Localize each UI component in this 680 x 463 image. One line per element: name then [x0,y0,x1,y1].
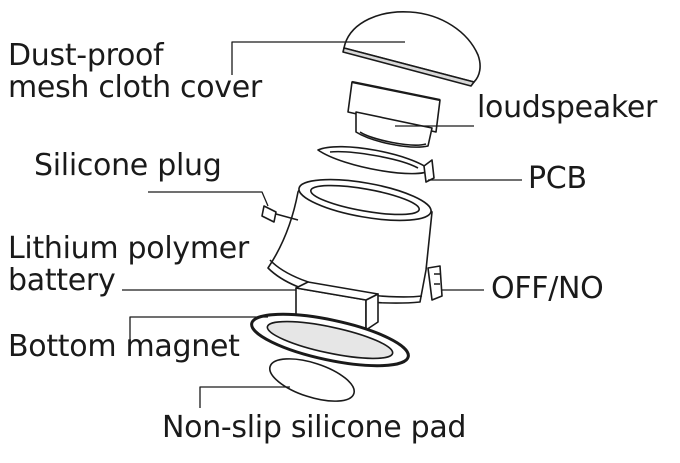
label-dust-cover: Dust-proof mesh cloth cover [8,40,262,104]
label-battery-line1: Lithium polymer [8,231,249,266]
label-dust-cover-line1: Dust-proof [8,38,164,73]
bottom-magnet-part [250,312,410,368]
label-pcb: PCB [528,163,587,195]
dust-cover-part [342,11,481,87]
silicone-pad-part [269,358,355,402]
leader-bottom-magnet [129,316,268,340]
label-switch: OFF/NO [491,273,604,305]
silicone-plug-part [261,205,299,223]
loudspeaker-part [347,80,441,148]
label-battery: Lithium polymer battery [8,233,249,297]
leader-dust-cover [231,41,405,75]
label-switch-text: OFF/NO [491,271,604,306]
label-pad-text: Non-slip silicone pad [162,410,467,445]
label-bottom-magnet-text: Bottom magnet [8,329,240,364]
leader-silicone-plug [148,191,269,207]
label-pad: Non-slip silicone pad [162,412,466,444]
speaker-body-part [267,178,433,304]
label-silicone-plug-text: Silicone plug [34,148,222,183]
label-silicone-plug: Silicone plug [34,148,222,183]
label-battery-line2: battery [8,263,116,298]
leader-pad [199,386,290,408]
label-loudspeaker-text: loudspeaker [477,90,658,125]
switch-part [427,265,443,301]
label-pcb-text: PCB [528,161,587,196]
label-loudspeaker: loudspeaker [477,92,657,124]
label-dust-cover-line2: mesh cloth cover [8,70,262,105]
pcb-part [317,145,435,183]
label-bottom-magnet: Bottom magnet [8,331,240,363]
